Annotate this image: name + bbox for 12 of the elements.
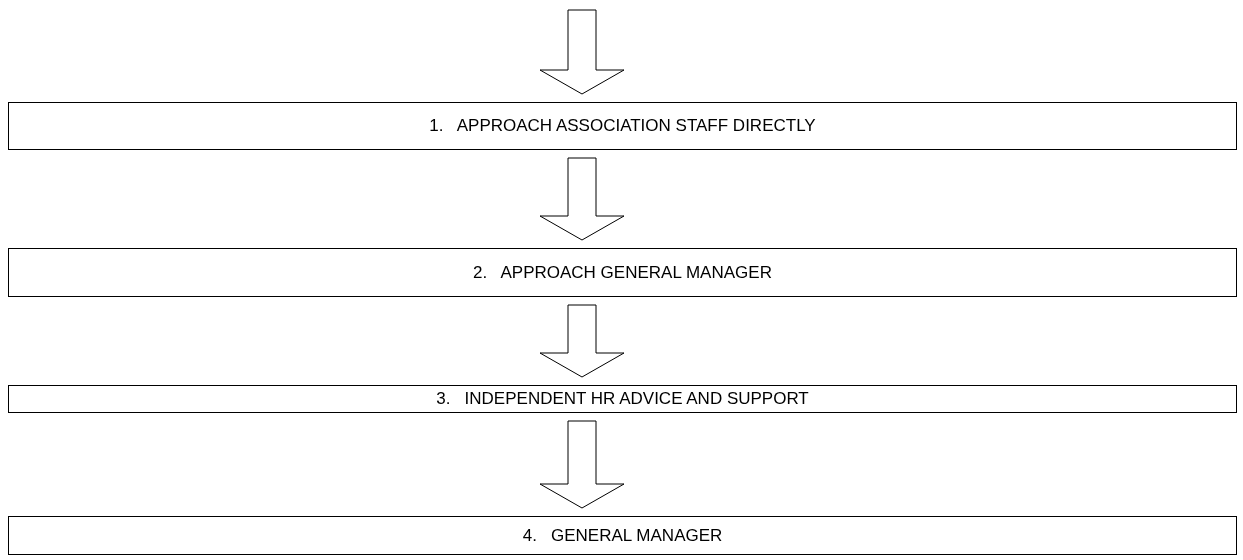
block-arrow bbox=[539, 157, 625, 241]
step-box bbox=[8, 102, 1237, 150]
step-label: 2. APPROACH GENERAL MANAGER bbox=[473, 262, 772, 283]
step-box bbox=[8, 248, 1237, 297]
block-arrow bbox=[539, 304, 625, 378]
step-label: 4. GENERAL MANAGER bbox=[522, 525, 723, 546]
step-box bbox=[8, 385, 1237, 413]
step-label: 1. APPROACH ASSOCIATION STAFF DIRECTLY bbox=[429, 116, 816, 136]
block-arrow bbox=[539, 9, 625, 95]
step-label: 3. INDEPENDENT HR ADVICE AND SUPPORT bbox=[436, 389, 809, 409]
step-box bbox=[8, 516, 1237, 555]
block-arrow bbox=[539, 420, 625, 509]
